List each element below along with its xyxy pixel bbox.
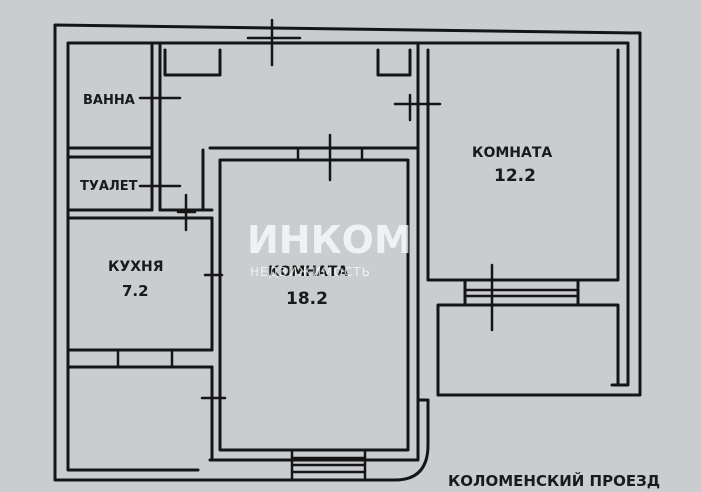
bath-door: [138, 86, 182, 112]
right-room-walls: [416, 41, 620, 282]
watermark-brand: ИНКОМ: [247, 218, 412, 262]
corridor-right-wall: [376, 48, 412, 77]
entrance-curve: [198, 398, 430, 482]
right-room-label: КОМНАТА: [472, 145, 552, 161]
kitchen-label: КУХНЯ: [108, 259, 164, 275]
watermark: ИНКОМ НЕДВИЖИМОСТЬ: [247, 218, 412, 279]
toilet-door: [138, 176, 182, 197]
center-room-window-top: [296, 133, 364, 182]
center-room-area: 18.2: [286, 289, 328, 309]
center-room-door: [203, 260, 224, 292]
doors-windows: [116, 18, 580, 482]
outer-wall-outer-line: [53, 23, 642, 482]
center-room-walls: [208, 146, 420, 462]
right-room-area: 12.2: [494, 166, 536, 186]
kitchen-window: [116, 348, 174, 369]
walls: [53, 23, 642, 482]
kitchen-door: [176, 193, 197, 232]
outer-wall-inner-line: [66, 41, 630, 472]
toilet-label: ТУАЛЕТ: [80, 179, 138, 194]
right-room-door: [393, 93, 442, 122]
kitchen-bottom-wall: [66, 348, 214, 369]
watermark-tagline: НЕДВИЖИМОСТЬ: [250, 265, 371, 279]
room-labels: ВАННА ТУАЛЕТ КУХНЯ 7.2 КОМНАТА 18.2 КОМН…: [80, 93, 660, 490]
center-room-window-bottom: [290, 448, 367, 482]
corridor-left-wall: [163, 48, 222, 77]
bath-label: ВАННА: [83, 93, 135, 108]
bath-wall: [66, 41, 154, 212]
kitchen-area: 7.2: [122, 282, 149, 300]
street-label: КОЛОМЕНСКИЙ ПРОЕЗД: [448, 471, 660, 490]
balcony-walls: [436, 278, 620, 397]
entrance-window-top: [246, 18, 302, 67]
balcony-door: [463, 263, 580, 332]
center-room-label: КОМНАТА: [268, 264, 348, 280]
